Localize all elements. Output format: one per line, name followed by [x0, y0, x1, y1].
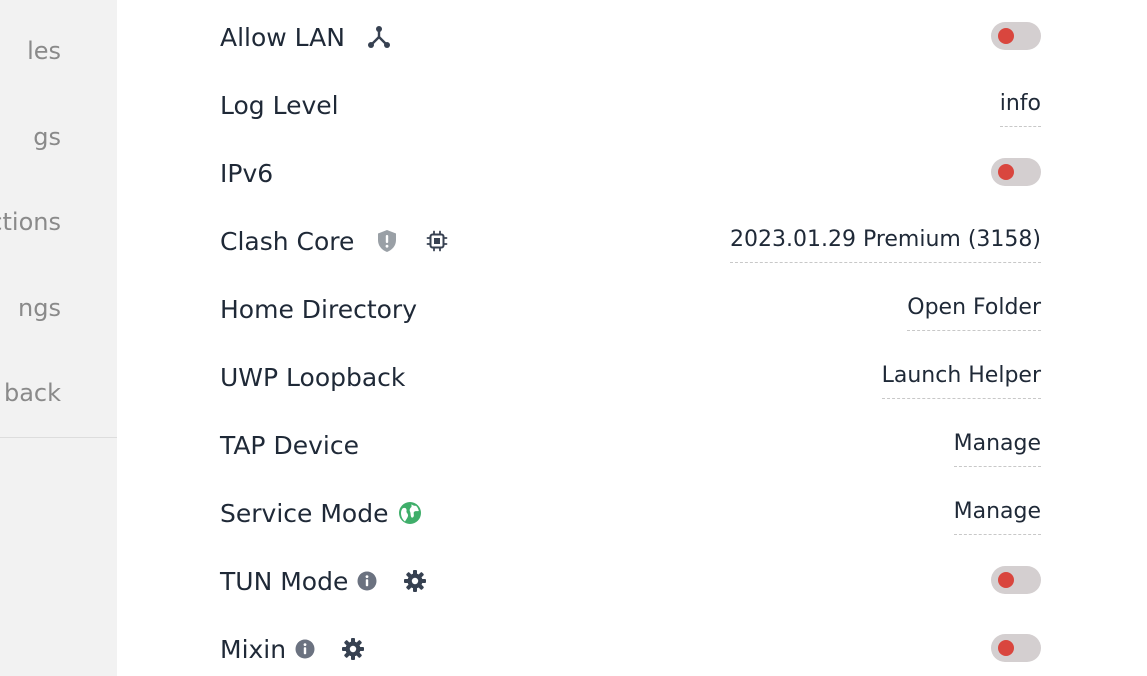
- setting-label-clash-core: Clash Core: [220, 218, 448, 264]
- toggle-knob: [998, 572, 1014, 588]
- sidebar-item-feedback[interactable]: back: [3, 379, 61, 407]
- setting-row-clash-core: Clash Core: [220, 218, 1041, 264]
- setting-label-mixin: Mixin: [220, 626, 365, 672]
- gear-icon[interactable]: [403, 569, 427, 593]
- uwp-loopback-label: UWP Loopback: [220, 362, 406, 392]
- setting-label-service-mode: Service Mode: [220, 490, 422, 536]
- setting-label-uwp-loopback: UWP Loopback: [220, 354, 405, 400]
- toggle-knob: [998, 640, 1014, 656]
- tap-device-manage-link[interactable]: Manage: [953, 422, 1041, 467]
- settings-list: Allow LAN: [220, 0, 1041, 676]
- info-icon[interactable]: [357, 571, 377, 591]
- allow-lan-label: Allow LAN: [220, 22, 345, 52]
- mixin-toggle[interactable]: [991, 634, 1041, 662]
- toggle-knob: [998, 28, 1014, 44]
- mixin-label: Mixin: [220, 634, 287, 664]
- home-directory-label: Home Directory: [220, 294, 417, 324]
- setting-row-log-level: Log Level info: [220, 82, 1041, 128]
- shield-icon[interactable]: [376, 229, 398, 253]
- setting-row-home-directory: Home Directory Open Folder: [220, 286, 1041, 332]
- network-icon: [367, 25, 391, 49]
- log-level-select[interactable]: info: [999, 82, 1041, 127]
- sidebar-item-connections[interactable]: ctions: [0, 208, 61, 236]
- tap-device-label: TAP Device: [220, 430, 359, 460]
- ipv6-toggle[interactable]: [991, 158, 1041, 186]
- setting-row-allow-lan: Allow LAN: [220, 14, 1041, 60]
- service-mode-manage-link[interactable]: Manage: [953, 490, 1041, 535]
- setting-label-tap-device: TAP Device: [220, 422, 359, 468]
- log-level-label: Log Level: [220, 90, 339, 120]
- setting-label-ipv6: IPv6: [220, 150, 273, 196]
- clash-core-label: Clash Core: [220, 226, 355, 256]
- setting-row-service-mode: Service Mode Manage: [220, 490, 1041, 536]
- setting-row-tap-device: TAP Device Manage: [220, 422, 1041, 468]
- sidebar-divider: [0, 437, 117, 438]
- setting-label-home-directory: Home Directory: [220, 286, 417, 332]
- sidebar-item-profiles[interactable]: les: [27, 37, 61, 65]
- gear-icon[interactable]: [341, 637, 365, 661]
- setting-label-tun-mode: TUN Mode: [220, 558, 427, 604]
- clash-core-version[interactable]: 2023.01.29 Premium (3158): [730, 218, 1041, 263]
- tun-mode-toggle[interactable]: [991, 566, 1041, 594]
- setting-row-tun-mode: TUN Mode: [220, 558, 1041, 604]
- ipv6-label: IPv6: [220, 158, 274, 188]
- tun-mode-label: TUN Mode: [220, 566, 349, 596]
- sidebar: les gs ctions ngs back: [0, 0, 117, 676]
- setting-label-allow-lan: Allow LAN: [220, 14, 391, 60]
- sidebar-item-settings[interactable]: ngs: [18, 294, 61, 322]
- launch-helper-link[interactable]: Launch Helper: [881, 354, 1041, 399]
- globe-icon: [398, 501, 422, 525]
- open-folder-link[interactable]: Open Folder: [907, 286, 1041, 331]
- toggle-knob: [998, 164, 1014, 180]
- sidebar-item-logs[interactable]: gs: [33, 123, 61, 151]
- info-icon[interactable]: [295, 639, 315, 659]
- setting-label-log-level: Log Level: [220, 82, 339, 128]
- setting-row-ipv6: IPv6: [220, 150, 1041, 196]
- service-mode-label: Service Mode: [220, 498, 389, 528]
- setting-row-uwp-loopback: UWP Loopback Launch Helper: [220, 354, 1041, 400]
- allow-lan-toggle[interactable]: [991, 22, 1041, 50]
- setting-row-mixin: Mixin: [220, 626, 1041, 672]
- chip-icon[interactable]: [426, 230, 448, 252]
